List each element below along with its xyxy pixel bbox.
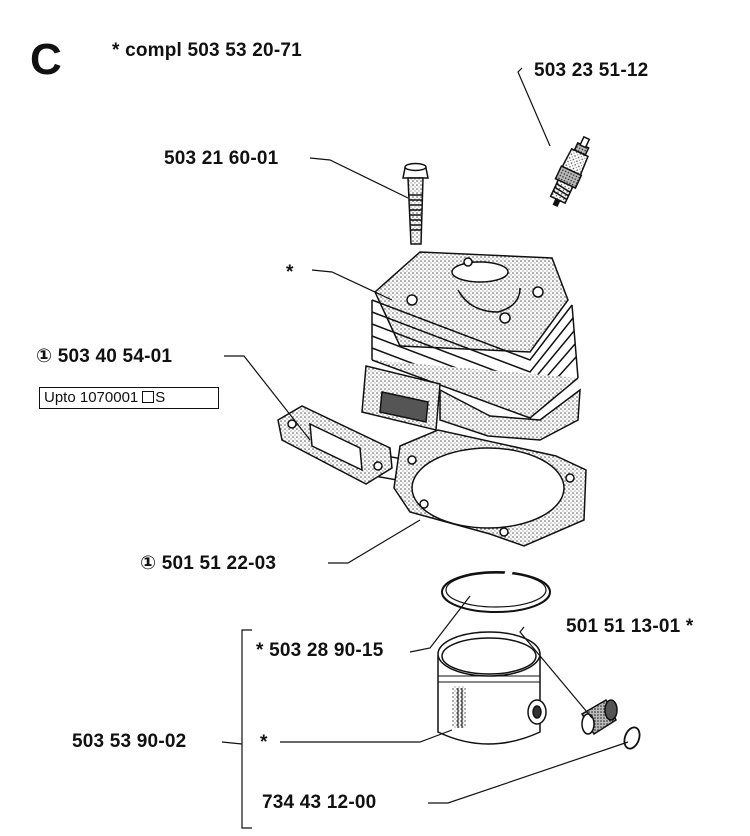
part-label-needle-bearing: 501 51 13-01 * bbox=[566, 616, 694, 637]
part-label-exhaust-gasket: ① 503 40 54-01 bbox=[36, 346, 173, 367]
piston-drawing bbox=[437, 631, 547, 745]
circlip-drawing bbox=[623, 726, 641, 750]
piston-ring-drawing bbox=[441, 570, 551, 613]
leader-lines bbox=[221, 67, 629, 804]
serial-range-note: Upto 1070001 S bbox=[39, 387, 219, 409]
part-label-cylinder: * bbox=[286, 262, 294, 283]
needle-bearing-drawing bbox=[580, 698, 618, 736]
square-icon bbox=[142, 391, 155, 403]
part-label-spark-plug: 503 23 51-12 bbox=[534, 60, 649, 81]
base-gasket-drawing bbox=[393, 429, 587, 547]
part-label-piston-ring: * 503 28 90-15 bbox=[256, 640, 384, 661]
cylinder-bolt-drawing bbox=[402, 162, 429, 245]
exhaust-gasket-drawing bbox=[277, 405, 393, 485]
assembly-bracket bbox=[241, 629, 252, 829]
cylinder-drawing bbox=[361, 251, 581, 485]
serial-range-text: Upto 1070001 bbox=[44, 389, 139, 406]
section-letter: C bbox=[30, 35, 62, 84]
complete-assembly-note: * compl 503 53 20-71 bbox=[112, 40, 302, 61]
spark-plug-drawing bbox=[549, 135, 591, 208]
serial-range-suffix: S bbox=[155, 389, 166, 406]
part-label-base-gasket: ① 501 51 22-03 bbox=[140, 553, 277, 574]
part-label-circlip: 734 43 12-00 bbox=[262, 792, 377, 813]
part-label-piston-assembly: 503 53 90-02 bbox=[72, 731, 187, 752]
part-label-bolt: 503 21 60-01 bbox=[164, 148, 279, 169]
part-label-piston: * bbox=[260, 732, 268, 753]
